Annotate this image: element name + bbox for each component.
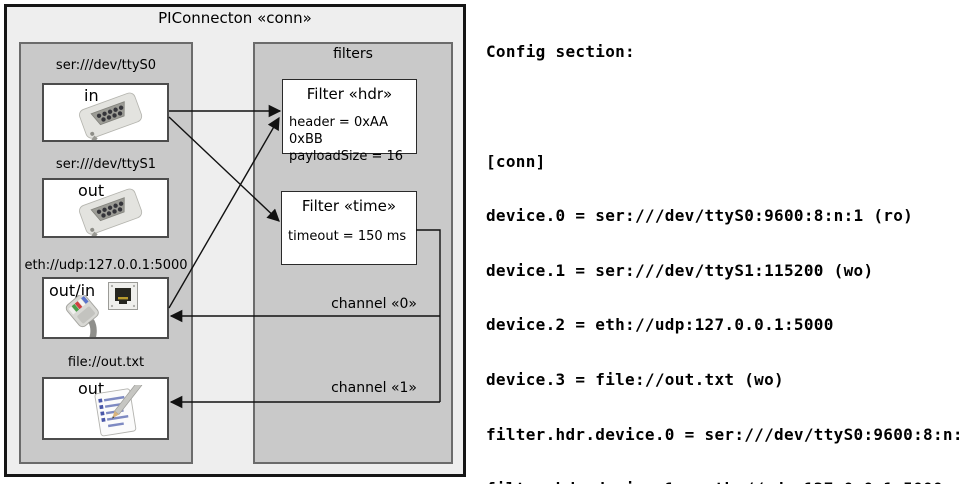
filter-time-attrs: timeout = 150 ms: [288, 228, 416, 245]
device-box-ttys0: in: [42, 83, 169, 142]
filter-box-hdr: Filter «hdr» header = 0xAA 0xBB payloadS…: [282, 79, 417, 164]
serial-port-icon: [79, 92, 143, 140]
channel-1-label: channel «1»: [331, 380, 417, 396]
config-line: device.1 = ser:///dev/ttyS1:115200 (wo): [486, 260, 874, 280]
device-box-ttys1: out: [42, 178, 169, 238]
filter-box-time: Filter «time» timeout = 150 ms: [281, 191, 417, 265]
channel-0-label: channel «0»: [331, 296, 417, 312]
filter-hdr-attr-header: header = 0xAA 0xBB: [289, 115, 389, 147]
device-box-eth: out/in: [42, 277, 169, 339]
filter-time-title: Filter «time»: [301, 197, 397, 215]
filter-hdr-attr-payload: payloadSize = 16: [289, 149, 404, 164]
device-label-eth: eth://udp:127.0.0.1:5000: [24, 258, 188, 273]
ethernet-jack-icon: [108, 282, 138, 310]
config-line: device.2 = eth://udp:127.0.0.1:5000: [486, 315, 834, 335]
config-line: filter.hdr.device.1 = eth://udp:127.0.0.…: [486, 480, 964, 484]
filters-panel-label: filters: [333, 46, 373, 62]
filter-time-attr-timeout: timeout = 150 ms: [288, 229, 407, 244]
config-blank-line: [486, 98, 964, 116]
device-label-ttys1: ser:///dev/ttyS1: [55, 157, 157, 172]
diagram-title: PIConnecton «conn»: [158, 9, 312, 27]
config-title: Config section:: [486, 42, 635, 62]
filter-hdr-title: Filter «hdr»: [306, 85, 393, 103]
device-role-ttys0: in: [84, 86, 99, 105]
device-label-ttys0: ser:///dev/ttyS0: [55, 58, 157, 73]
config-line: [conn]: [486, 151, 546, 171]
device-box-file: out: [42, 377, 169, 440]
device-role-ttys1: out: [78, 181, 105, 200]
ethernet-plug-icon: [65, 295, 99, 337]
config-section: Config section: [conn] device.0 = ser://…: [486, 7, 964, 484]
serial-port-icon: [79, 188, 143, 236]
notepad-icon: [94, 385, 143, 437]
config-line: device.3 = file://out.txt (wo): [486, 370, 784, 390]
config-line: filter.hdr.device.0 = ser:///dev/ttyS0:9…: [486, 424, 964, 444]
filter-hdr-attrs: header = 0xAA 0xBB payloadSize = 16: [289, 114, 416, 165]
device-label-file: file://out.txt: [67, 355, 145, 370]
config-line: device.0 = ser:///dev/ttyS0:9600:8:n:1 (…: [486, 206, 914, 226]
